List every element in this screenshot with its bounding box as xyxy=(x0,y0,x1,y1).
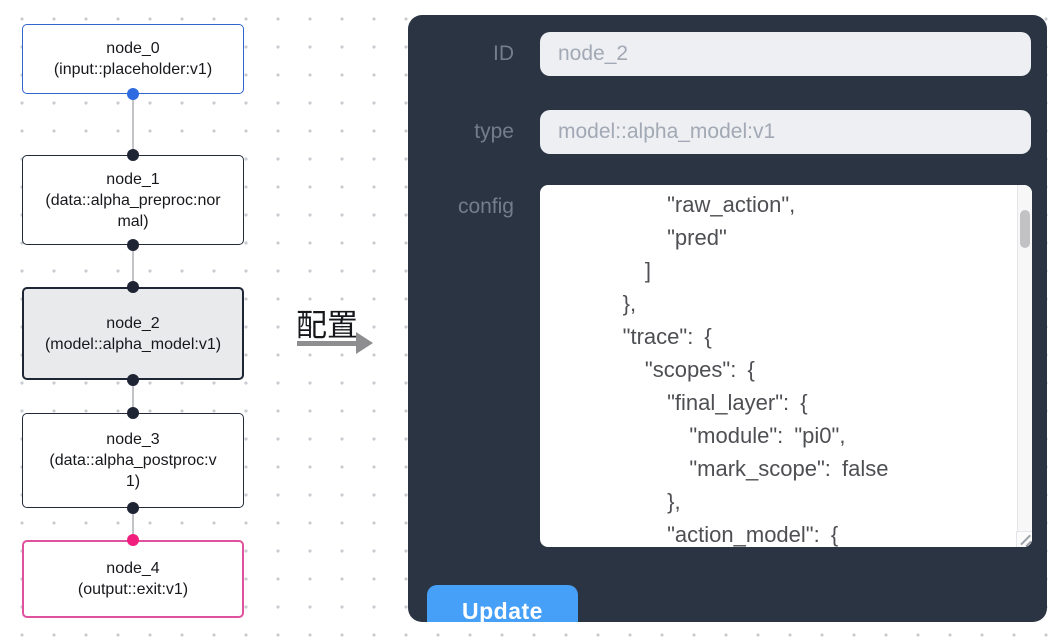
port-node2-out[interactable] xyxy=(127,374,139,386)
id-field-label: ID xyxy=(493,42,514,65)
node-type-label: (data::alpha_postproc:v1) xyxy=(49,452,217,490)
node-type-label: (input::placeholder:v1) xyxy=(53,61,213,78)
id-input[interactable] xyxy=(540,32,1031,76)
wire-node3-node4 xyxy=(132,508,134,540)
port-node1-in[interactable] xyxy=(127,149,139,161)
textarea-resize-handle-icon[interactable] xyxy=(1016,531,1032,547)
port-node1-out[interactable] xyxy=(127,239,139,251)
node-id: node_4 xyxy=(106,560,160,577)
port-node4-in[interactable] xyxy=(127,534,139,546)
configure-arrow xyxy=(297,341,357,346)
wire-node1-node2 xyxy=(132,245,134,287)
config-field-label: config xyxy=(457,195,514,218)
port-node2-in[interactable] xyxy=(127,281,139,293)
config-json-text: "raw_action", "pred" ] }, "trace": { "sc… xyxy=(622,192,889,547)
node-id: node_2 xyxy=(106,314,160,332)
flow-node-node_0[interactable]: node_0 (input::placeholder:v1) xyxy=(22,24,244,94)
flow-node-node_1[interactable]: node_1 (data::alpha_preproc:normal) xyxy=(22,155,244,245)
type-input[interactable] xyxy=(540,110,1031,154)
flow-node-node_2-selected[interactable]: node_2 (model::alpha_model:v1) xyxy=(22,287,244,380)
node-id: node_3 xyxy=(106,431,160,448)
port-node3-in[interactable] xyxy=(127,407,139,419)
flow-node-node_3[interactable]: node_3 (data::alpha_postproc:v1) xyxy=(22,413,244,508)
type-field-label: type xyxy=(474,120,514,143)
configure-label: 配置 xyxy=(296,308,358,343)
config-textarea[interactable]: "raw_action", "pred" ] }, "trace": { "sc… xyxy=(540,185,1032,547)
port-node3-out[interactable] xyxy=(127,502,139,514)
config-scrollbar-thumb[interactable] xyxy=(1020,210,1030,248)
port-node0-out[interactable] xyxy=(127,88,139,100)
node-type-label: (output::exit:v1) xyxy=(77,581,189,598)
node-type-label: (model::alpha_model:v1) xyxy=(44,335,222,353)
wire-node0-node1 xyxy=(132,94,134,155)
config-panel: ID type config "raw_action", "pred" ] },… xyxy=(408,15,1047,622)
flow-node-node_4[interactable]: node_4 (output::exit:v1) xyxy=(22,540,244,618)
update-button[interactable]: Update xyxy=(427,585,578,622)
node-id: node_1 xyxy=(106,170,160,188)
wire-node2-node3 xyxy=(132,380,134,413)
node-id: node_0 xyxy=(106,40,160,57)
node-type-label: (data::alpha_preproc:normal) xyxy=(45,191,221,230)
configure-arrow-head-icon xyxy=(356,332,373,354)
config-scrollbar-track[interactable] xyxy=(1017,185,1032,547)
